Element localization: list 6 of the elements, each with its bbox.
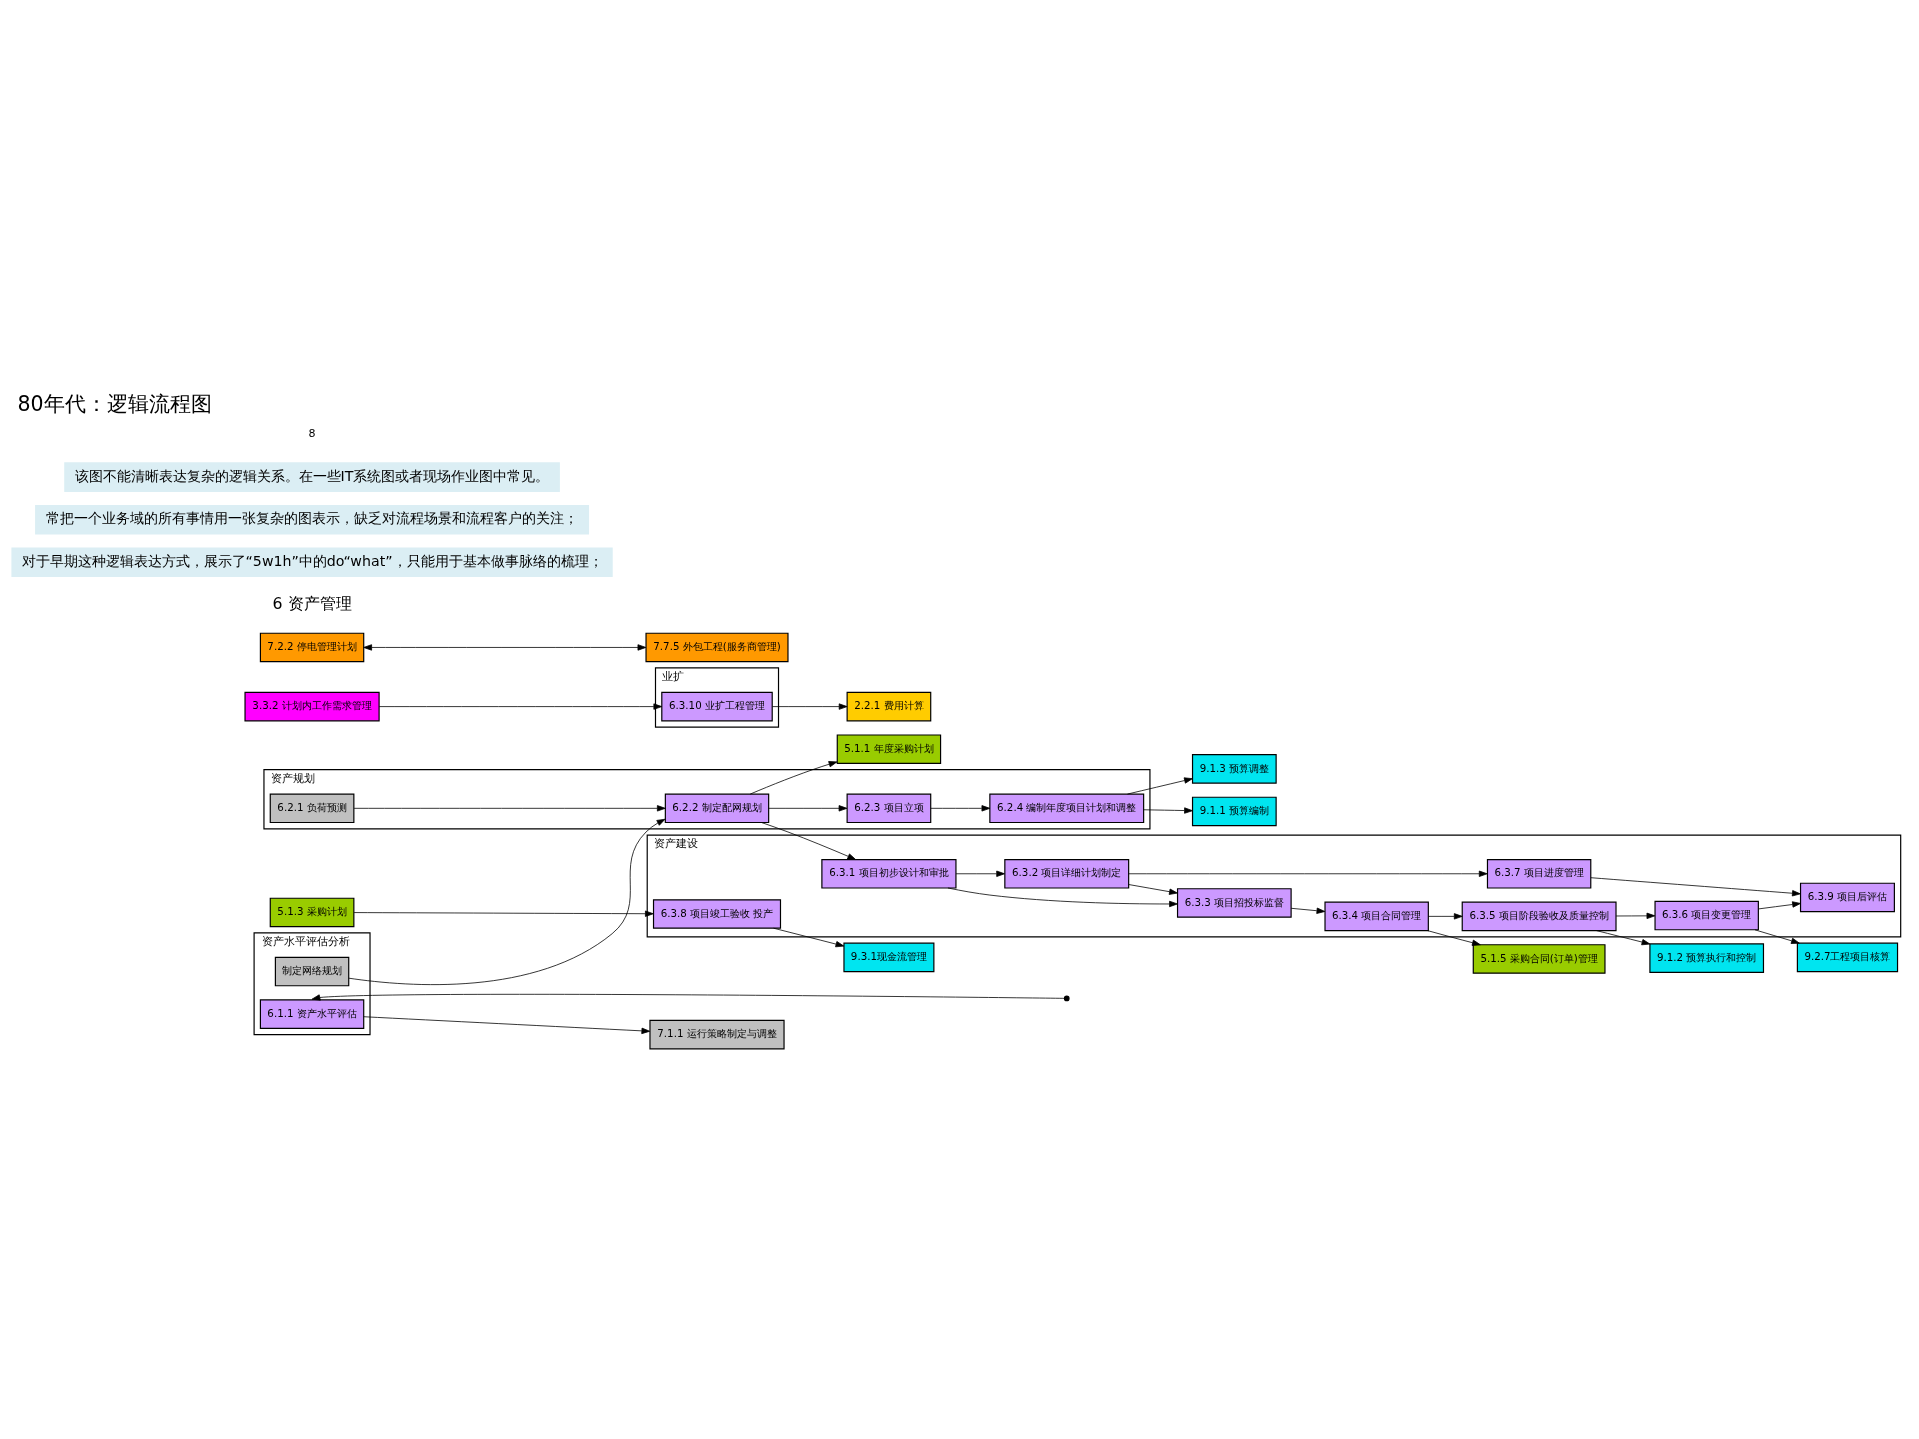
label: 8: [308, 426, 316, 440]
diagram-title: 80年代：逻辑流程图: [17, 391, 212, 416]
label: 6 资产管理: [272, 593, 352, 613]
label: 对于早期这种逻辑表达方式，展示了“5w1h”中的do“what”，只能用于基本做事脉络的梳理；: [21, 552, 603, 569]
label: 该图不能清晰表达复杂的逻辑关系。在一些IT系统图或者现场作业图中常见。: [74, 467, 550, 484]
label: 常把一个业务域的所有事情用一张复杂的图表示，缺乏对流程场景和流程客户的关注；: [46, 509, 579, 526]
